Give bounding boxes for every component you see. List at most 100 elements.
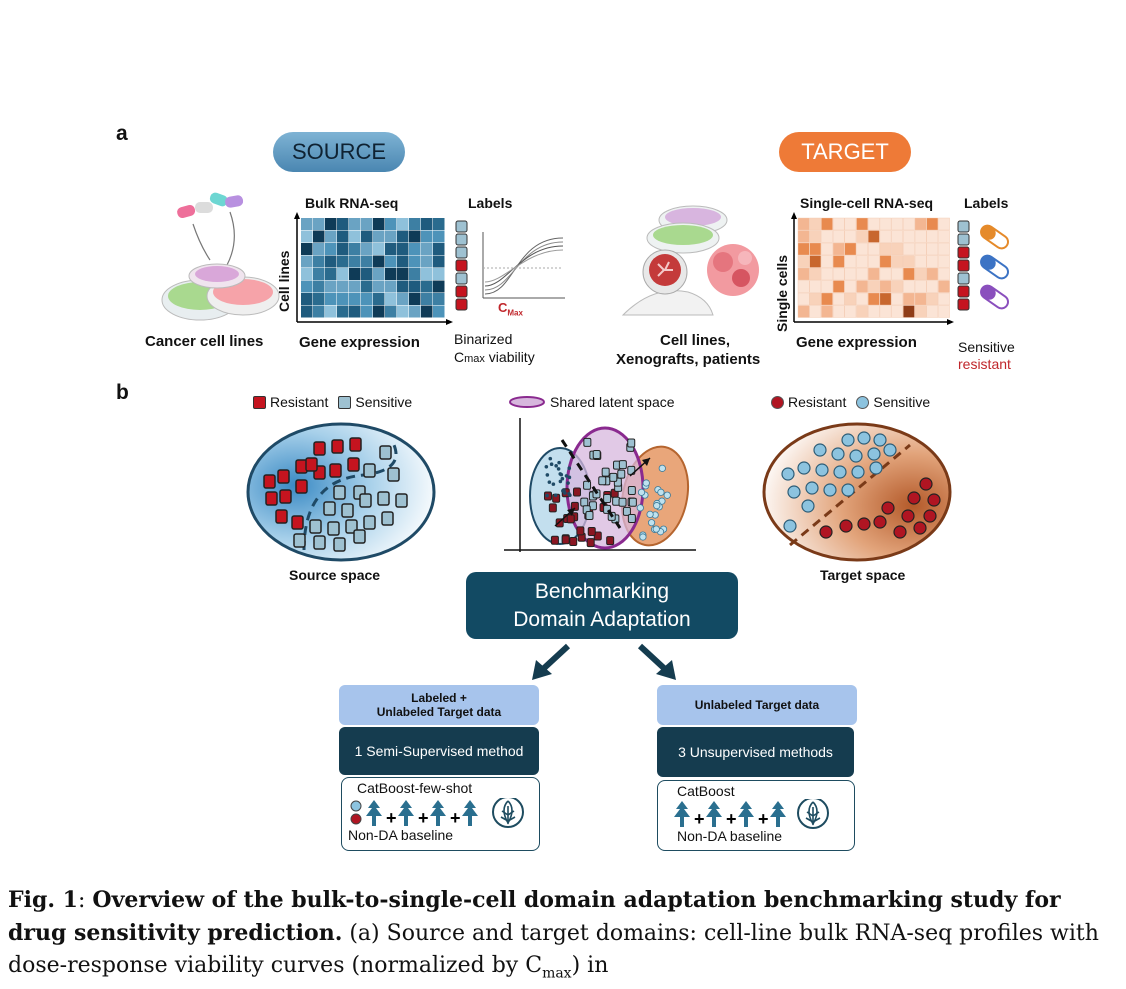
sc-heatmap-cell [938, 267, 950, 281]
target-sensitive-dot [857, 431, 871, 445]
sc-heatmap-cell [856, 255, 868, 268]
bulk-heatmap-cell [301, 255, 313, 268]
sc-heatmap-cell [867, 242, 880, 256]
bulk-heatmap-cell [397, 280, 409, 293]
latent-target-point [639, 533, 647, 541]
sc-heatmap-cell [832, 217, 845, 231]
latent-source-point [567, 491, 571, 496]
sc-heatmap-cell [797, 242, 810, 256]
target-resistant-dot [901, 509, 915, 523]
bulk-heatmap-cell [373, 255, 385, 268]
sc-heatmap-cell [797, 292, 810, 306]
bulk-heatmap-cell [361, 243, 373, 255]
latent-source-point [554, 463, 558, 468]
bulk-heatmap-cell [385, 293, 397, 305]
sc-heatmap-cell [891, 292, 903, 306]
latent-source-point [553, 493, 558, 498]
source-sensitive-square [333, 537, 346, 552]
bulk-heatmap-cell [337, 218, 349, 230]
target-sensitive-dot [883, 443, 897, 457]
sc-heatmap-cell [797, 305, 810, 318]
latent-resistant-mark [606, 536, 615, 546]
latent-source-point [561, 489, 565, 493]
bulk-heatmap-cell [349, 255, 361, 268]
bulk-heatmap-cell [373, 305, 385, 318]
bulk-heatmap-cell [349, 243, 361, 255]
bulk-heatmap-cell [349, 280, 361, 293]
bulk-heatmap-cell [409, 218, 421, 230]
source-space-label: Source space [289, 567, 381, 583]
target-sensitive-dot [797, 461, 811, 475]
source-resistant-square [349, 437, 362, 452]
sc-heatmap-cell [926, 305, 939, 318]
non-da-baseline-left-label: Non-DA baseline [348, 827, 454, 843]
target-resistant-dot [907, 491, 921, 505]
svg-text:+: + [450, 808, 461, 828]
source-sensitive-square [363, 515, 376, 530]
latent-source-point [564, 474, 569, 478]
latent-target-point [657, 488, 665, 496]
svg-text:+: + [418, 808, 429, 828]
sc-heatmap-cell [891, 280, 903, 293]
sc-heatmap-cell [832, 255, 845, 268]
latent-sensitive-mark [627, 438, 636, 448]
benchmarking-domain-adaptation-box: Benchmarking Domain Adaptation [466, 572, 738, 639]
bulk-heatmap-cell [325, 243, 337, 255]
sc-heatmap-cell [844, 267, 857, 281]
sc-heatmap-cell [867, 230, 880, 243]
bulk-heatmap-cell [349, 293, 361, 305]
source-resistant-square [279, 489, 292, 504]
target-resistant-dot [927, 493, 941, 507]
svg-text:+: + [386, 808, 397, 828]
sc-heatmap-cell [926, 292, 939, 306]
latent-target-point [646, 510, 654, 518]
source-sensitive-square [379, 445, 392, 460]
latent-sensitive-mark [618, 497, 627, 507]
bulk-heatmap-cell [349, 305, 361, 318]
source-sensitive-square [381, 511, 394, 526]
bulk-heatmap-cell [421, 293, 433, 305]
sc-heatmap-cell [844, 242, 857, 256]
bulk-heatmap-cell [373, 230, 385, 243]
target-sources-line2: Xenografts, patients [616, 351, 761, 368]
latent-sensitive-mark [601, 467, 610, 477]
sc-heatmap-cell [821, 230, 833, 243]
latent-resistant-mark [569, 536, 578, 546]
sc-heatmap-cell [844, 230, 857, 243]
bulk-heatmap-cell [373, 243, 385, 255]
sc-heatmap-cell [821, 305, 833, 318]
latent-sensitive-mark [628, 497, 637, 507]
bulk-heatmap-cell [409, 280, 421, 293]
sc-heatmap-cell [938, 280, 950, 293]
bulk-heatmap-cell [337, 268, 349, 280]
source-resistant-square [291, 515, 304, 530]
source-resistant-square [305, 457, 318, 472]
bulk-heatmap-cell [361, 293, 373, 305]
bulk-heatmap-cell [421, 255, 433, 268]
sc-heatmap-cell [809, 292, 822, 306]
sc-heatmap-cell [926, 280, 939, 293]
unsupervised-methods-box: 3 Unsupervised methods [657, 727, 854, 777]
sc-heatmap-cell [809, 230, 822, 243]
left-model-box: CatBoost-few-shot + + + Non-DA baseline [341, 777, 540, 851]
target-resistant-dot [857, 517, 871, 531]
latent-resistant-mark [586, 538, 595, 548]
sc-heatmap-cell [938, 305, 950, 318]
non-da-baseline-right-label: Non-DA baseline [677, 828, 783, 844]
target-sensitive-dot [869, 461, 883, 475]
sc-heatmap-cell [809, 217, 822, 231]
latent-source-point [560, 476, 565, 481]
sc-heatmap-cell [914, 292, 927, 306]
latent-source-point [557, 460, 561, 465]
latent-source-point [558, 479, 563, 484]
bulk-heatmap-cell [301, 280, 313, 293]
source-resistant-square [295, 479, 308, 494]
sc-heatmap-cell [926, 255, 939, 268]
sc-heatmap-cell [809, 305, 822, 318]
dish-tumor-mouse-illustration [621, 205, 759, 316]
sc-heatmap-cell [797, 255, 810, 268]
binarized-label: Binarized [454, 331, 513, 347]
bulk-heatmap-cell [337, 280, 349, 293]
arrow-left-down-icon [532, 643, 571, 680]
bench-line1: Benchmarking [534, 580, 670, 603]
